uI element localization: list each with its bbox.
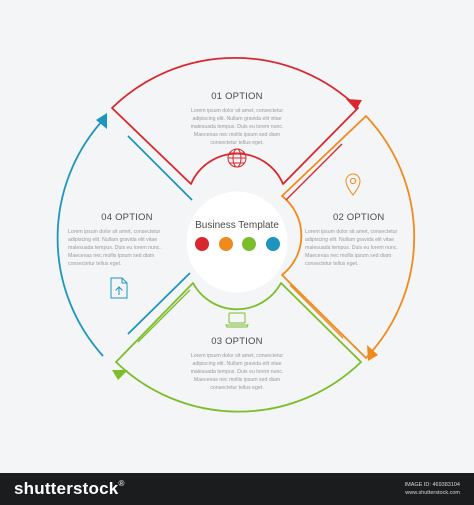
option-03-line: adipiscing elit. Nullam gravida elit vit…: [192, 361, 282, 368]
option-01-line: Maecenas nec mollis ipsum sed diam: [193, 132, 281, 139]
document-upload-icon: [110, 277, 128, 299]
option-03-line: Maecenas nec mollis ipsum sed diam: [193, 377, 281, 384]
option-04-line: consectetur tellus eget.: [68, 261, 122, 268]
option-01-block: 01 OPTION Lorem ipsum dolor sit amet, co…: [178, 91, 296, 147]
option-03-line: malesuada tempus. Duis eu lorem nunc.: [190, 369, 284, 376]
map-pin-icon: [345, 173, 361, 196]
arrow-04-head: [96, 113, 107, 129]
image-id: IMAGE ID: 469383104: [404, 482, 460, 488]
arrow-03-head: [112, 370, 128, 380]
globe-icon: [227, 148, 247, 168]
option-01-line: adipiscing elit. Nullam gravida elit vit…: [192, 116, 282, 123]
arrow-02-head: [367, 345, 378, 361]
option-03-block: 03 OPTION Lorem ipsum dolor sit amet, co…: [178, 336, 296, 392]
option-04-line: Lorem ipsum dolor sit amet, consectetur: [68, 229, 161, 235]
option-01-line: consectetur tellus eget.: [210, 140, 264, 147]
option-04-heading: 04 OPTION: [101, 212, 153, 223]
footer-bar: shutterstock® IMAGE ID: 469383104 www.sh…: [0, 473, 474, 505]
option-04-line: adipiscing elit. Nullam gravida elit vit…: [68, 237, 158, 244]
center-circle: [186, 191, 288, 293]
option-04-line: Maecenas nec mollis ipsum sed diam: [68, 253, 155, 260]
option-02-text: Lorem ipsum dolor sit amet, consectetur …: [305, 228, 423, 268]
option-02-line: adipiscing elit. Nullam gravida elit vit…: [305, 237, 395, 244]
brand-reg-mark: ®: [118, 479, 125, 488]
option-04-line: malesuada tempus. Duis eu lorem nunc.: [68, 245, 161, 252]
cycle-diagram: [56, 57, 416, 413]
option-01-line: malesuada tempus. Duis eu lorem nunc.: [190, 124, 284, 131]
option-01-text: Lorem ipsum dolor sit amet, consectetur …: [178, 107, 296, 147]
option-01-line: Lorem ipsum dolor sit amet, consectetur: [190, 108, 284, 114]
option-02-line: malesuada tempus. Duis eu lorem nunc.: [305, 245, 398, 252]
option-03-text: Lorem ipsum dolor sit amet, consectetur …: [178, 352, 296, 392]
brand-logo: shutterstock®: [14, 479, 125, 499]
segment-02-accent: [289, 284, 344, 339]
brand-name: shutterstock: [14, 479, 119, 498]
option-02-heading: 02 OPTION: [333, 212, 385, 223]
option-03-line: consectetur tellus eget.: [210, 385, 264, 392]
image-meta: IMAGE ID: 469383104 www.shutterstock.com: [405, 481, 460, 497]
segment-04-arc: [56, 119, 104, 357]
segment-03-accent: [137, 289, 191, 343]
option-01-heading: 01 OPTION: [211, 91, 263, 102]
infographic: Business Template 01 OPTION Lorem ipsum …: [56, 57, 423, 413]
center-dot-green: [242, 237, 256, 251]
segment-04-ticks: [127, 135, 193, 335]
center-title: Business Template: [195, 220, 279, 231]
segment-01-accent: [285, 143, 343, 201]
option-04-text: Lorem ipsum dolor sit amet, consectetur …: [68, 228, 186, 268]
option-02-line: Maecenas nec mollis ipsum sed diam: [305, 253, 392, 260]
option-02-line: Lorem ipsum dolor sit amet, consectetur: [305, 229, 398, 235]
arrow-01-head: [346, 99, 362, 110]
laptop-icon: [225, 312, 249, 328]
segment-02-outline: [281, 115, 416, 359]
option-02-block: 02 OPTION Lorem ipsum dolor sit amet, co…: [305, 212, 423, 268]
segment-03-outline: [115, 282, 362, 413]
center-dot-orange: [219, 237, 233, 251]
site-url: www.shutterstock.com: [405, 490, 460, 496]
option-04-block: 04 OPTION Lorem ipsum dolor sit amet, co…: [68, 212, 186, 268]
option-03-line: Lorem ipsum dolor sit amet, consectetur: [190, 353, 284, 359]
center-dot-blue: [266, 237, 280, 251]
option-02-line: consectetur tellus eget.: [305, 261, 359, 268]
option-03-heading: 03 OPTION: [211, 336, 263, 347]
center-dot-red: [195, 237, 209, 251]
